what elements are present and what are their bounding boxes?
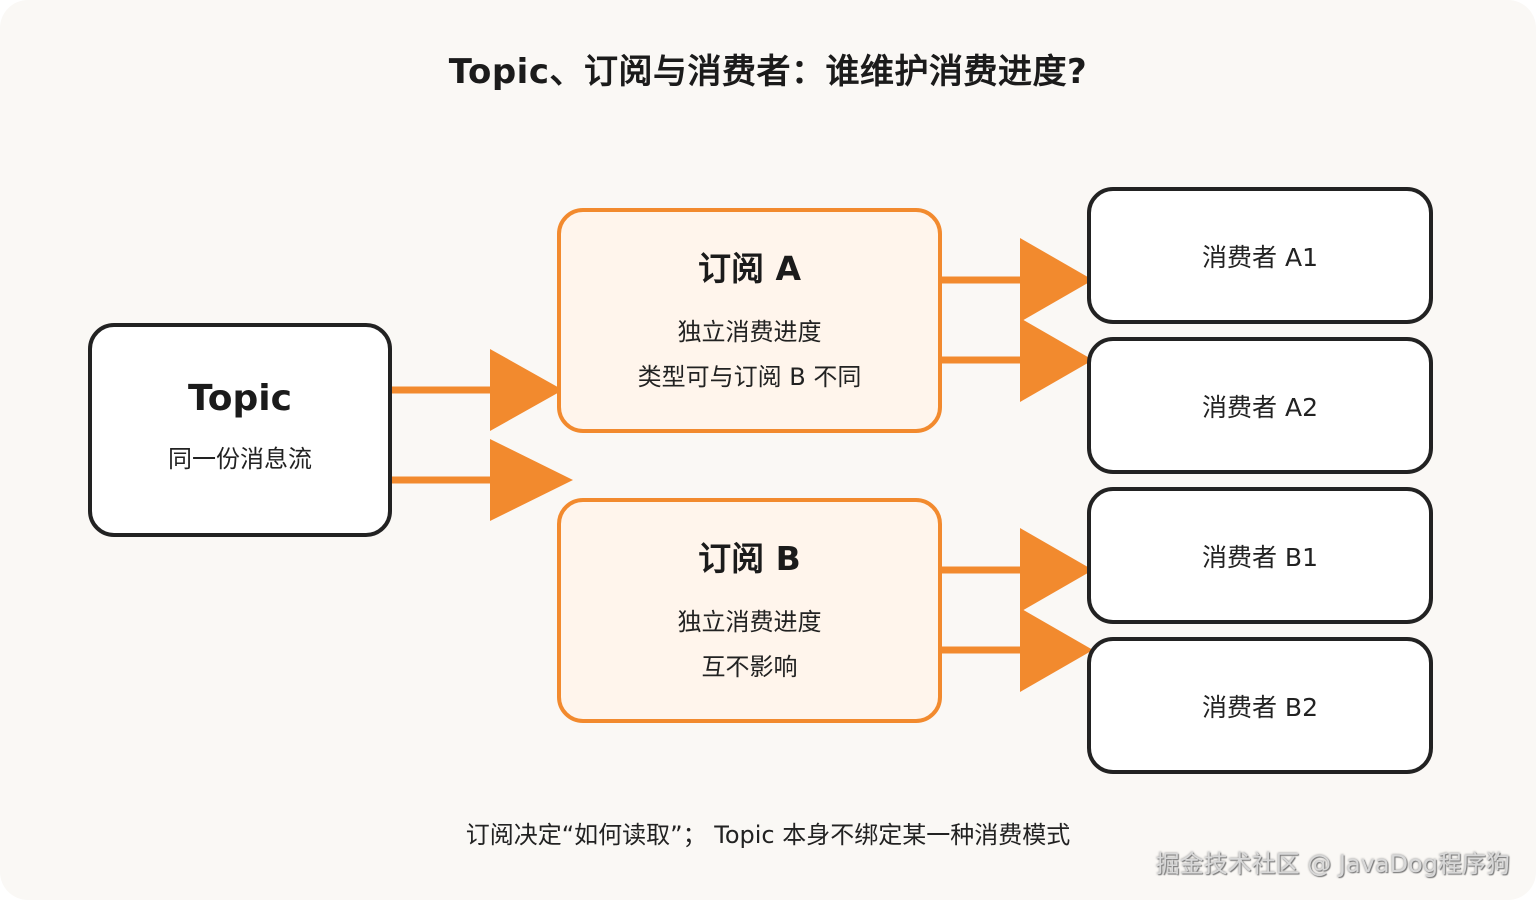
- arrow-sub-b-to-consumer-b2: [940, 608, 1093, 692]
- topic-node: Topic 同一份消息流: [88, 323, 392, 537]
- watermark: 掘金技术社区 @ JavaDog程序狗: [1155, 850, 1510, 878]
- consumer-b1-label: 消费者 B1: [1201, 542, 1318, 572]
- arrow-topic-to-sub-b: [390, 439, 573, 521]
- consumer-b2-node: 消费者 B2: [1087, 637, 1433, 774]
- arrow-sub-a-to-consumer-a1: [940, 238, 1093, 322]
- arrow-topic-to-sub-a: [390, 349, 563, 431]
- subscription-b-node: 订阅 B 独立消费进度 互不影响: [557, 498, 942, 723]
- subscription-a-node: 订阅 A 独立消费进度 类型可与订阅 B 不同: [557, 208, 942, 433]
- footer-note: 订阅决定“如何读取”； Topic 本身不绑定某一种消费模式: [465, 821, 1071, 849]
- arrow-sub-b-to-consumer-b1: [940, 528, 1093, 612]
- subscription-a-line2: 类型可与订阅 B 不同: [637, 362, 862, 391]
- consumer-b1-node: 消费者 B1: [1087, 487, 1433, 624]
- arrow-sub-a-to-consumer-a2: [940, 318, 1093, 402]
- subscription-b-line1: 独立消费进度: [677, 607, 822, 636]
- subscription-a-title: 订阅 A: [697, 248, 802, 288]
- consumer-b2-label: 消费者 B2: [1201, 692, 1318, 722]
- subscription-a-line1: 独立消费进度: [677, 317, 822, 346]
- consumer-a2-label: 消费者 A2: [1202, 392, 1318, 422]
- consumer-a1-label: 消费者 A1: [1202, 242, 1318, 272]
- subscription-b-title: 订阅 B: [698, 538, 801, 578]
- diagram-title: Topic、订阅与消费者：谁维护消费进度?: [448, 52, 1088, 92]
- subscription-b-line2: 互不影响: [701, 652, 798, 681]
- consumer-a2-node: 消费者 A2: [1087, 337, 1433, 474]
- consumer-a1-node: 消费者 A1: [1087, 187, 1433, 324]
- topic-subtitle: 同一份消息流: [168, 445, 312, 473]
- topic-title: Topic: [188, 378, 292, 419]
